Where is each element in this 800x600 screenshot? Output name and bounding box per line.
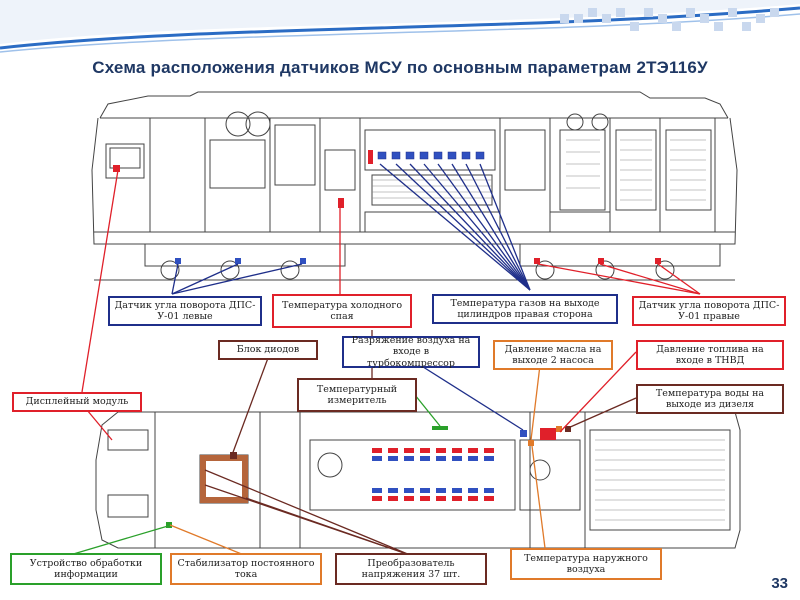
page-title: Схема расположения датчиков МСУ по основ… xyxy=(92,58,708,77)
label-info-device-text: Устройство обработки информации xyxy=(29,557,143,581)
label-diode-block: Блок диодов xyxy=(218,340,318,360)
label-cold-junction: Температура холодного спая xyxy=(272,294,412,328)
label-temp-meter-text: Температурный измеритель xyxy=(316,383,398,407)
label-dc-stabilizer-text: Стабилизатор постоянного тока xyxy=(177,557,315,581)
label-water-temp-text: Температура воды на выходе из дизеля xyxy=(655,387,765,411)
label-dc-stabilizer: Стабилизатор постоянного тока xyxy=(170,553,322,585)
label-diode-block-text: Блок диодов xyxy=(236,344,300,356)
label-dps-left: Датчик угла поворота ДПС-У-01 левые xyxy=(108,296,262,326)
label-gas-temp: Температура газов на выходе цилиндров пр… xyxy=(432,294,618,324)
leader-lines xyxy=(69,163,701,556)
label-outside-air-temp: Температура наружного воздуха xyxy=(510,548,662,580)
label-voltage-converter: Преобразователь напряжения 37 шт. xyxy=(335,553,487,585)
bogies xyxy=(94,243,735,281)
label-display-module-text: Дисплейный модуль xyxy=(25,396,129,408)
label-fuel-pressure-text: Давление топлива на входе в ТНВД xyxy=(656,343,764,367)
label-outside-air-temp-text: Температура наружного воздуха xyxy=(524,552,648,576)
label-air-vacuum-text: Разряжение воздуха на входе в турбокомпр… xyxy=(351,334,471,369)
label-temp-meter: Температурный измеритель xyxy=(297,378,417,412)
label-water-temp: Температура воды на выходе из дизеля xyxy=(636,384,784,414)
label-info-device: Устройство обработки информации xyxy=(10,553,162,585)
label-cold-junction-text: Температура холодного спая xyxy=(281,299,403,323)
label-dps-left-text: Датчик угла поворота ДПС-У-01 левые xyxy=(114,299,256,323)
label-dps-right: Датчик угла поворота ДПС-У-01 правые xyxy=(632,296,786,326)
label-display-module: Дисплейный модуль xyxy=(12,392,142,412)
label-gas-temp-text: Температура газов на выходе цилиндров пр… xyxy=(450,297,600,321)
label-air-vacuum: Разряжение воздуха на входе в турбокомпр… xyxy=(342,334,480,369)
locomotive-plan-view xyxy=(95,411,741,549)
label-oil-pressure-text: Давление масла на выходе 2 насоса xyxy=(504,343,602,367)
label-voltage-converter-text: Преобразователь напряжения 37 шт. xyxy=(361,557,461,581)
label-dps-right-text: Датчик угла поворота ДПС-У-01 правые xyxy=(638,299,780,323)
label-fuel-pressure: Давление топлива на входе в ТНВД xyxy=(636,340,784,370)
slide-number: 33 xyxy=(771,575,788,592)
locomotive-side-view xyxy=(91,91,738,245)
label-oil-pressure: Давление масла на выходе 2 насоса xyxy=(493,340,613,370)
header-swoosh-decoration xyxy=(0,0,800,53)
